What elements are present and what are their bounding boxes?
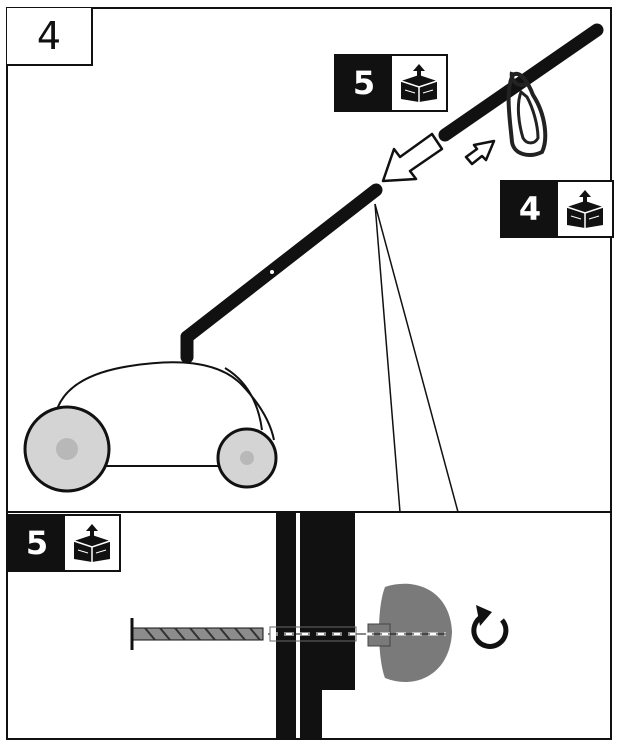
badge-number: 4 xyxy=(502,182,558,236)
arrow-attach-icon xyxy=(464,139,496,166)
arrow-insert-icon xyxy=(381,132,444,183)
badge-number: 5 xyxy=(9,516,65,570)
package-box-icon xyxy=(392,56,446,110)
step-number: 4 xyxy=(7,8,93,66)
zoom-line-right xyxy=(374,203,459,513)
wheel-rear xyxy=(23,405,111,493)
mower-body xyxy=(54,361,275,467)
screw-shaft-in-tube xyxy=(269,626,357,642)
badge-part-5-top: 5 xyxy=(334,54,448,112)
zoom-line-left xyxy=(374,203,401,513)
badge-number: 5 xyxy=(336,56,392,110)
handle-lower xyxy=(180,183,383,364)
handle-upper xyxy=(438,23,604,142)
package-box-icon xyxy=(558,182,612,236)
badge-part-5-detail: 5 xyxy=(7,514,121,572)
wheel-front xyxy=(216,427,278,489)
badge-part-4: 4 xyxy=(500,180,614,238)
package-box-icon xyxy=(65,516,119,570)
cable-clip-icon xyxy=(506,71,548,157)
screw xyxy=(130,618,264,650)
rotate-clockwise-icon xyxy=(471,605,509,649)
tube-section xyxy=(276,513,355,739)
